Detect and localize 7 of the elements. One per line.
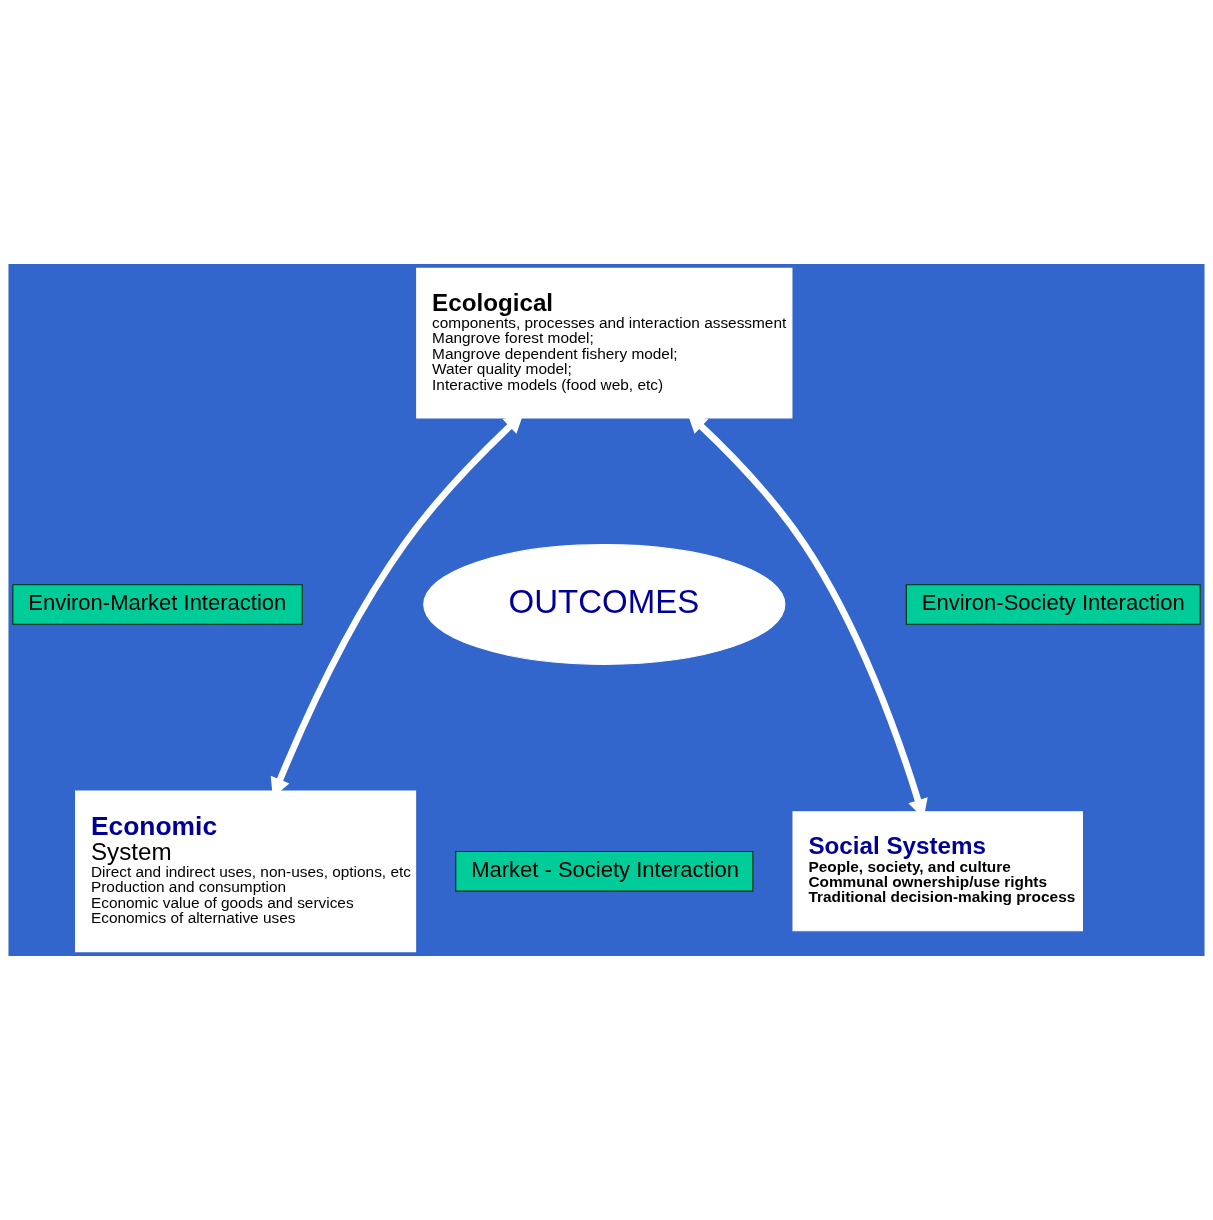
node-box: Economic System Direct and indirect uses, non-uses, options, etc Production and consumption Economic value of goods and services Economics of alternative uses [75, 790, 417, 953]
node-box: Environ-Market Interaction [12, 584, 303, 625]
node-box: Environ-Society Interaction [905, 584, 1201, 625]
node-box: Market - Society Interaction [455, 850, 754, 892]
node-box: Ecological components, processes and interaction assessment Mangrove forest model; Mangrove dependent fishery model; Water quality model; Interactive models (food web, etc) [416, 267, 793, 419]
node-ellipse: OUTCOMES [423, 544, 786, 665]
node-box: Social Systems People, society, and culture Communal ownership/use rights Traditional decision-making process [792, 811, 1083, 932]
